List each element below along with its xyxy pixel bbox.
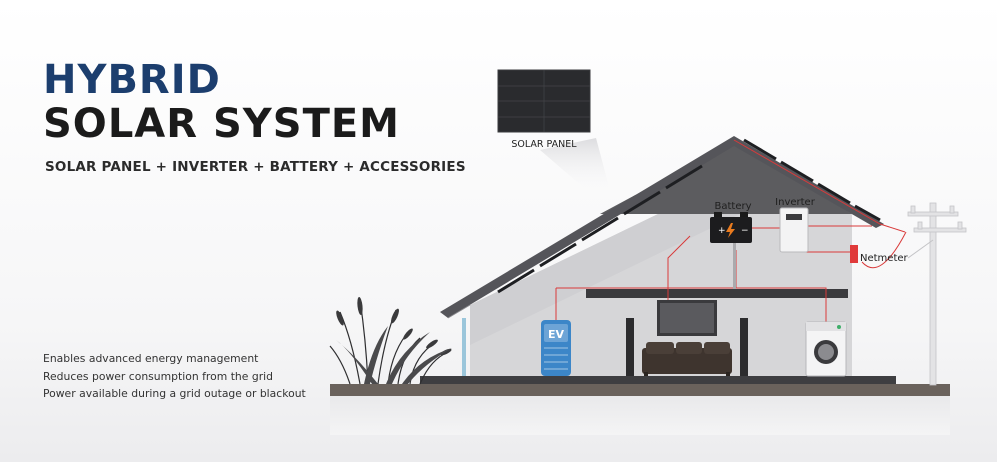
grass-leaves	[336, 326, 452, 384]
feature-item: Enables advanced energy management	[43, 352, 259, 365]
wall-shade	[470, 214, 740, 345]
label-solar-panel: SOLAR PANEL	[511, 139, 577, 150]
washing-machine-icon	[805, 321, 847, 377]
battery-minus-icon: −	[741, 226, 749, 236]
solar-panel-grid	[498, 70, 590, 132]
feature-item: Reduces power consumption from the grid	[43, 369, 273, 383]
inverter: Inverter	[775, 197, 816, 253]
battery-plus-icon: +	[718, 226, 726, 236]
speaker-left-icon	[626, 318, 634, 376]
label-inverter: Inverter	[775, 197, 816, 208]
ev-charger: EV	[541, 320, 571, 376]
label-netmeter: Netmeter	[860, 253, 909, 264]
downpipe	[462, 318, 466, 384]
netmeter: Netmeter	[850, 245, 909, 264]
battery: + − Battery	[710, 201, 752, 243]
callout-pointer	[540, 138, 612, 198]
sofa-icon	[642, 342, 732, 376]
attic	[600, 142, 852, 214]
reed-heads	[336, 297, 452, 356]
tv-icon	[657, 300, 717, 336]
label-ev: EV	[548, 328, 565, 341]
label-battery: Battery	[714, 201, 751, 212]
reeds	[329, 299, 449, 385]
roof-panels-right	[743, 138, 881, 222]
floor-slab	[586, 289, 848, 298]
feature-item: Power available during a grid outage or …	[43, 387, 306, 400]
speaker-right-icon	[740, 318, 748, 376]
solar-panel-callout: SOLAR PANEL	[497, 69, 612, 198]
title-solar-system: SOLAR SYSTEM	[43, 101, 400, 147]
title-hybrid: HYBRID	[43, 57, 221, 103]
roof-panels-left	[497, 164, 703, 294]
wiring	[555, 139, 907, 322]
house-floor	[420, 376, 896, 384]
utility-pole	[907, 202, 967, 386]
feature-list: Enables advanced energy management Reduc…	[43, 350, 306, 403]
battery-bolt-icon	[726, 223, 735, 238]
subtitle: SOLAR PANEL + INVERTER + BATTERY + ACCES…	[45, 159, 466, 175]
netmeter-box	[850, 245, 858, 263]
ground-strip	[330, 384, 950, 396]
